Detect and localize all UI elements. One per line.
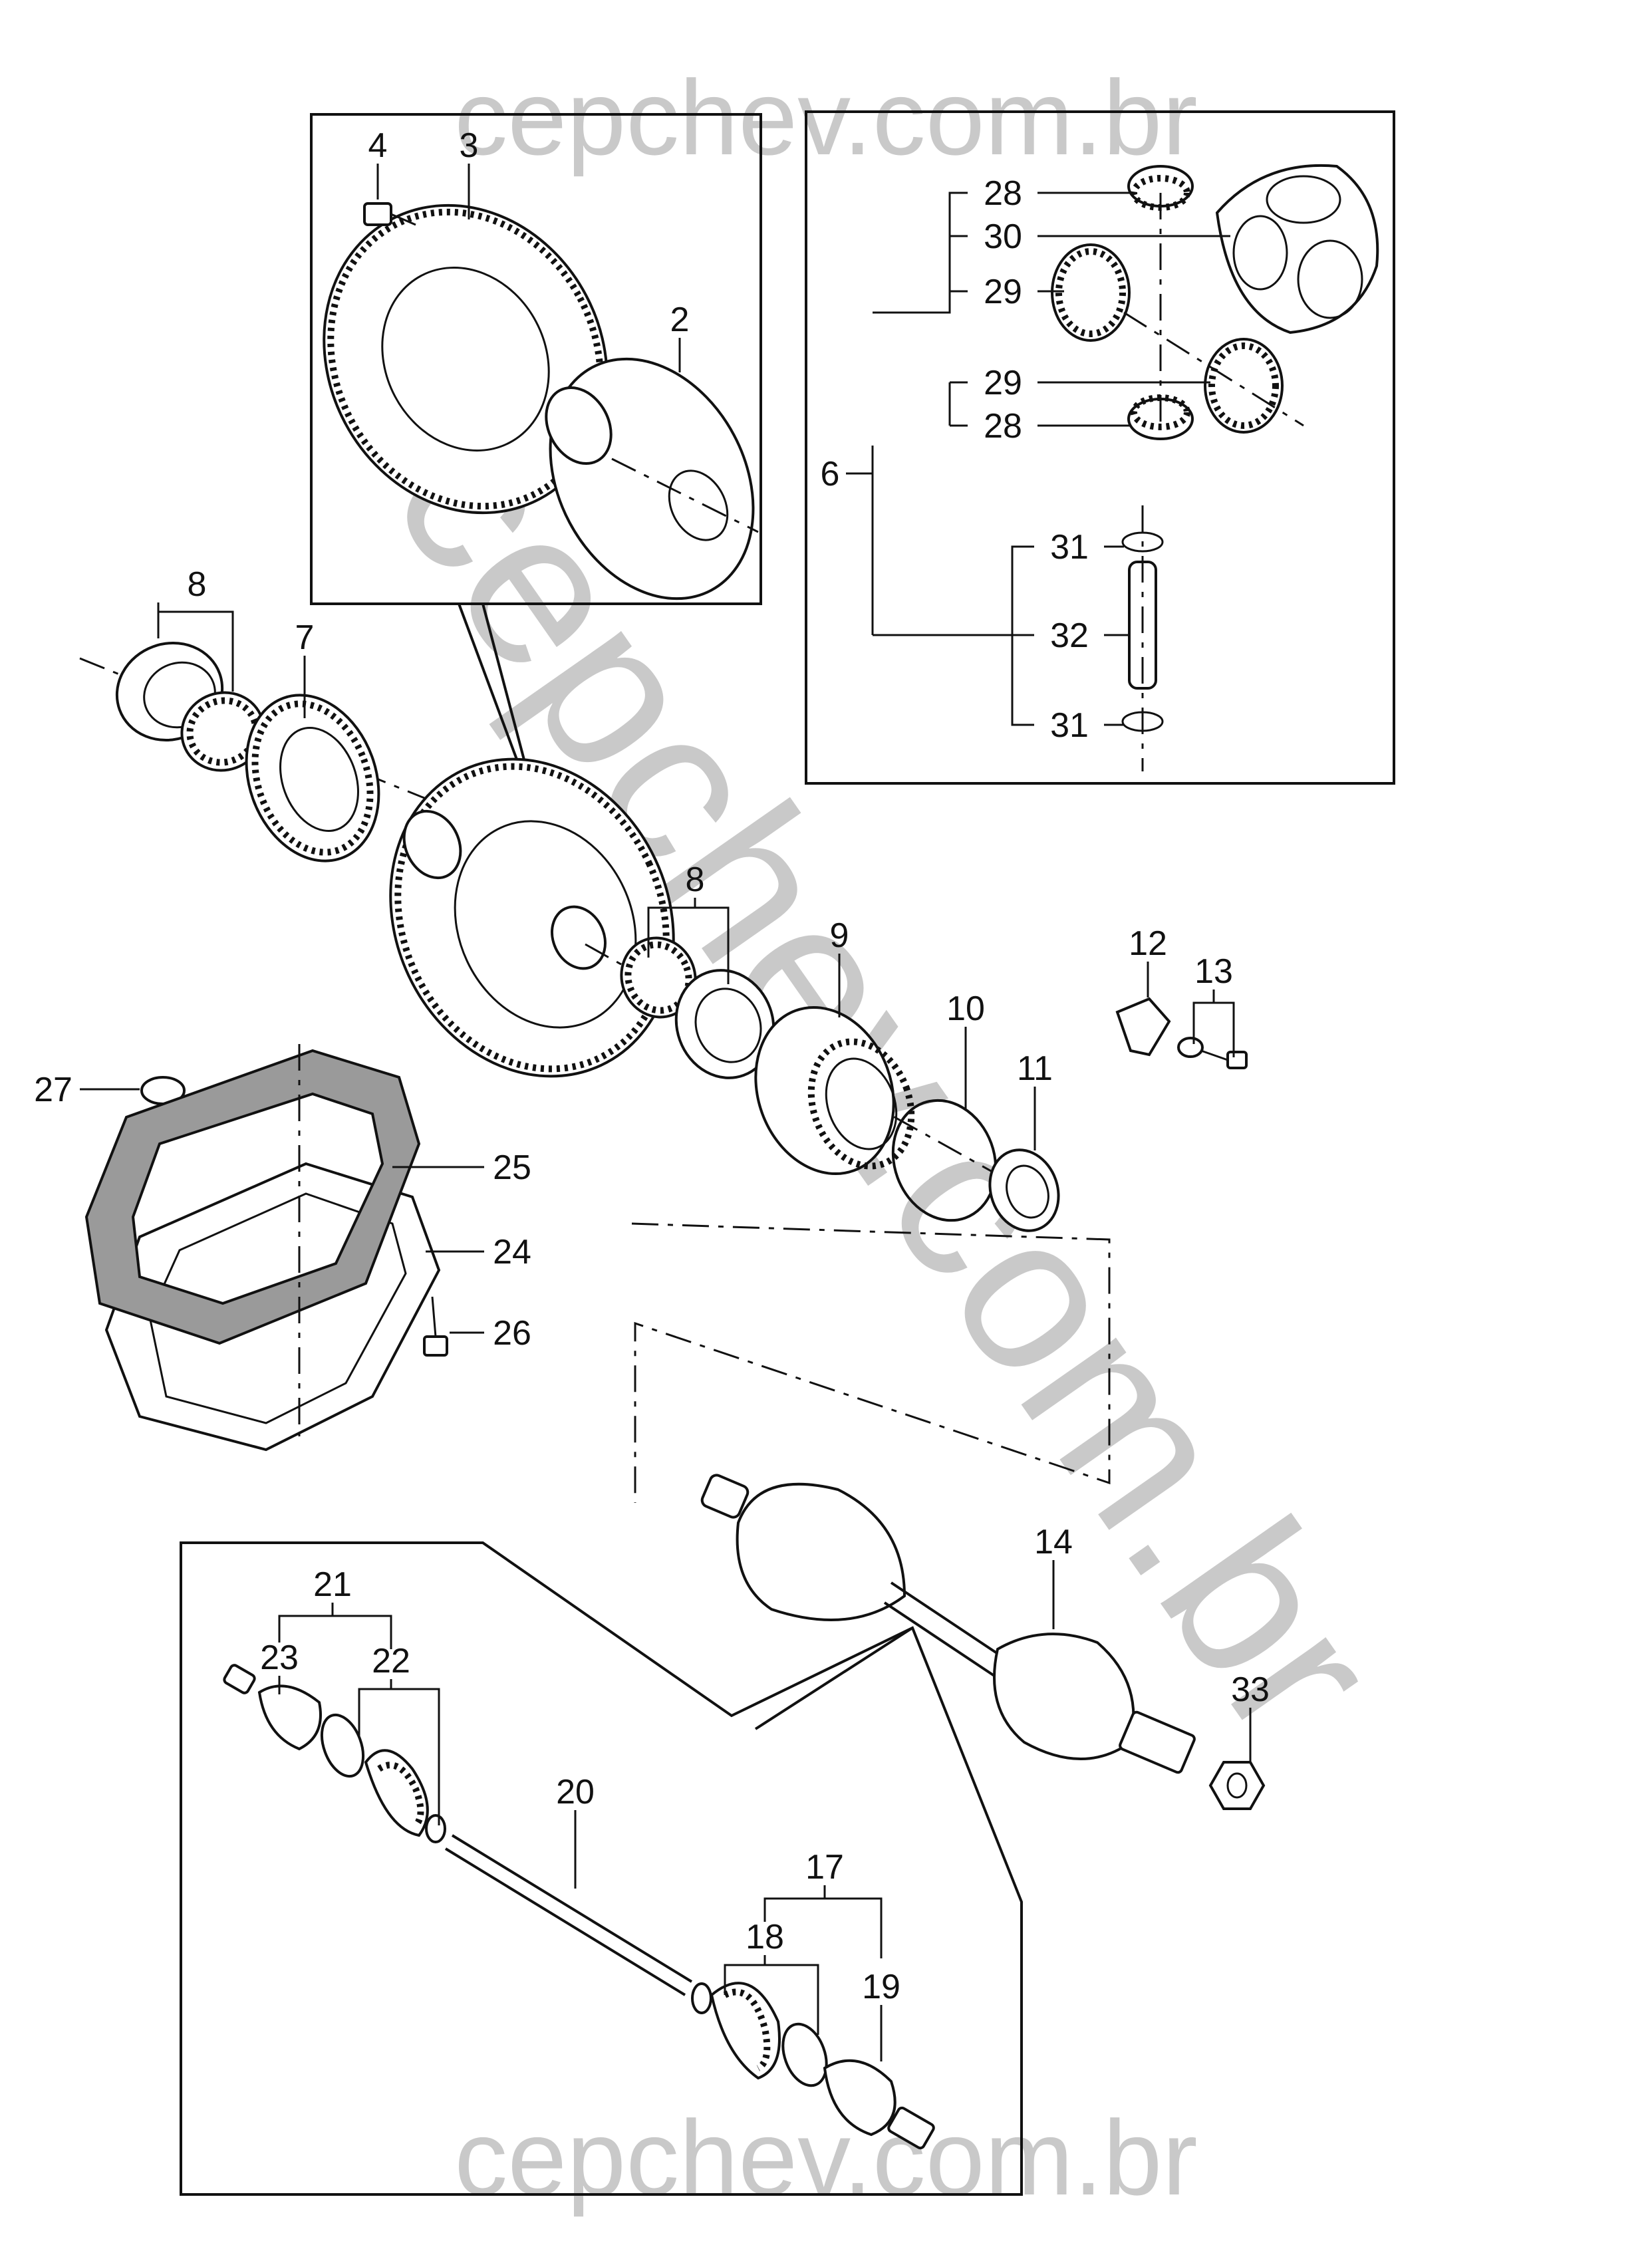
callout-22: 22 [372, 1642, 410, 1680]
inner-clamp-large-part [781, 2022, 828, 2087]
boot-clamp-small-part [425, 1814, 446, 1843]
callout-9: 9 [830, 916, 849, 955]
o-ring-part [891, 1099, 998, 1222]
bearing-adjuster-part [754, 1005, 915, 1176]
differential-inset [1051, 164, 1379, 771]
callout-17: 17 [805, 1848, 844, 1887]
differential-assembly-part [389, 757, 675, 1078]
callout-28-top: 28 [984, 174, 1022, 213]
callout-31-top: 31 [1050, 528, 1089, 567]
callout-29-bottom: 29 [984, 364, 1022, 402]
callout-18: 18 [746, 1918, 784, 1956]
watermark-top: cepchev.com.br [454, 58, 1198, 177]
callout-31-bottom: 31 [1050, 706, 1089, 745]
callout-20: 20 [556, 1773, 595, 1811]
callout-19: 19 [862, 1968, 900, 2006]
callout-21: 21 [313, 1565, 352, 1604]
oil-pan-inner [148, 1192, 407, 1424]
snap-ring-top-part [1121, 531, 1164, 553]
ring-inset-pointer-b [482, 603, 527, 765]
ring-inset-pointer-a [458, 603, 520, 765]
callout-25: 25 [493, 1148, 531, 1187]
callout-30: 30 [984, 217, 1022, 256]
lock-plate-part [1115, 997, 1171, 1057]
inset-pointer [754, 1627, 914, 1730]
callout-33: 33 [1231, 1670, 1270, 1709]
outer-boot-part [364, 1749, 429, 1837]
half-shaft-part [444, 1834, 693, 1996]
bearing-left-part [180, 691, 265, 772]
bearing-right-part [620, 936, 697, 1019]
watermark-bottom: cepchev.com.br [454, 2098, 1198, 2217]
oil-pan-group [84, 1044, 448, 1452]
speedometer-gear-part [245, 694, 380, 862]
callout-13: 13 [1194, 952, 1233, 991]
bolt-part [363, 202, 416, 226]
inset-frames [180, 110, 1395, 2196]
leader-lines [80, 164, 1252, 2061]
callout-3: 3 [460, 126, 479, 165]
callout-6: 6 [821, 455, 840, 493]
callout-12: 12 [1129, 924, 1167, 963]
callout-11: 11 [1017, 1049, 1053, 1088]
callout-8-left: 8 [188, 565, 207, 604]
callout-14: 14 [1034, 1523, 1073, 1561]
side-gear-right-part [1204, 338, 1284, 434]
drive-axle-part [700, 1474, 1196, 1774]
drive-axle-group [631, 1222, 1266, 1810]
bearing-race-right-part [674, 969, 775, 1079]
callout-23: 23 [260, 1639, 299, 1677]
boot-clamp-outer-part [320, 1713, 365, 1778]
inner-boot-clamp-part [691, 1982, 712, 2014]
callout-10: 10 [946, 990, 985, 1028]
outer-joint-part [223, 1664, 322, 1751]
axle-components-inset [223, 1664, 935, 2150]
callout-4: 4 [368, 126, 388, 165]
callout-8-right: 8 [686, 860, 705, 899]
callout-29-top: 29 [984, 273, 1022, 311]
ring-gear-inset [323, 202, 759, 600]
oil-seal-part [988, 1148, 1060, 1232]
side-gear-left-part [1051, 243, 1131, 342]
differential-case-part [545, 357, 755, 600]
callout-26: 26 [493, 1314, 531, 1353]
main-assembly [79, 642, 1248, 1232]
callout-32: 32 [1050, 616, 1089, 655]
snap-ring-bottom-part [1121, 711, 1164, 732]
callout-27: 27 [34, 1071, 72, 1109]
callout-2: 2 [670, 301, 690, 339]
ring-gear-inset-frame [310, 113, 762, 605]
axle-inset-frame [180, 1541, 1023, 2196]
callout-7: 7 [295, 618, 315, 657]
callout-24: 24 [493, 1233, 531, 1271]
ring-gear-teeth [327, 208, 604, 510]
differential-inset-frame [805, 110, 1395, 785]
pinion-shaft-part [1128, 505, 1157, 771]
callout-labels: 4 3 2 8 7 8 9 10 11 12 13 27 25 24 26 14… [34, 126, 1270, 2006]
pinion-carrier-part [1215, 164, 1379, 334]
inner-joint-part [823, 2059, 935, 2150]
bolt-washer-part [1177, 1037, 1248, 1069]
axle-nut-part [1208, 1761, 1266, 1810]
ring-gear-bore [381, 267, 550, 452]
inner-boot-part [710, 1982, 781, 2080]
callout-28-bottom: 28 [984, 407, 1022, 446]
drain-bolt-part [423, 1296, 448, 1357]
gasket-part [84, 1049, 421, 1345]
